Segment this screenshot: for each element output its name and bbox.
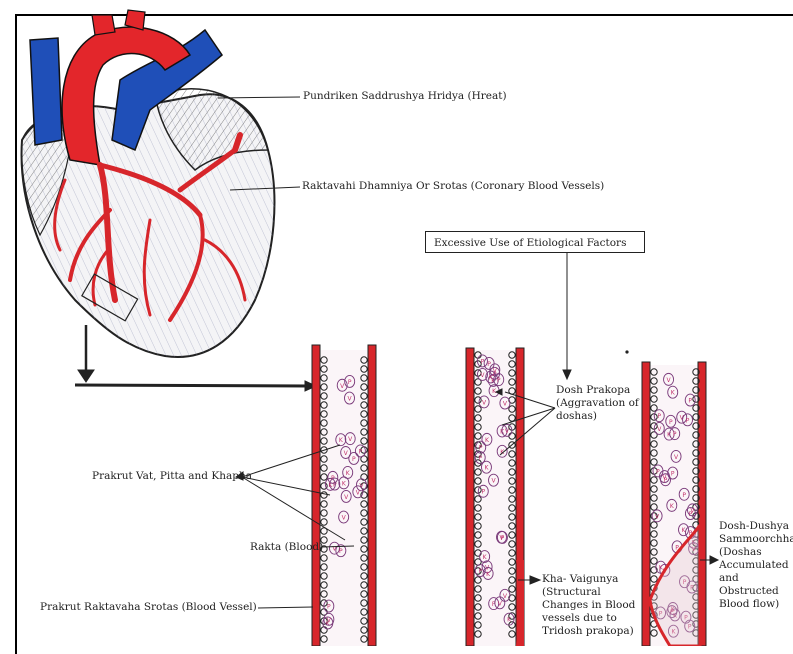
label-dosh-dushya: Dosh-Dushya Sammoorchhana (Doshas Accumu… bbox=[719, 520, 793, 611]
svg-text:P: P bbox=[327, 604, 331, 611]
etiology-arrow bbox=[563, 253, 571, 379]
svg-text:P: P bbox=[669, 419, 673, 426]
vessel-dosh-prakopa: VVKKPPKKPKPKVKVVPVVPKVPPPKVKVP bbox=[466, 348, 524, 646]
label-etiology-box: Excessive Use of Etiological Factors bbox=[425, 231, 645, 253]
label-prakrut-srotas: Prakrut Raktavaha Srotas (Blood Vessel) bbox=[40, 601, 257, 614]
svg-text:P: P bbox=[481, 489, 485, 496]
svg-text:P: P bbox=[479, 445, 483, 452]
heart-illustration bbox=[22, 10, 275, 357]
svg-text:P: P bbox=[359, 448, 363, 455]
svg-text:P: P bbox=[671, 471, 675, 478]
svg-text:P: P bbox=[352, 456, 356, 463]
svg-text:P: P bbox=[339, 548, 343, 555]
svg-text:P: P bbox=[688, 398, 692, 405]
svg-text:P: P bbox=[478, 455, 482, 462]
svg-text:P: P bbox=[673, 431, 677, 438]
svg-text:P: P bbox=[682, 492, 686, 499]
label-kha-vaigunya: Kha- Vaigunya (Structural Changes in Blo… bbox=[542, 573, 642, 638]
label-dosh-prakopa: Dosh Prakopa (Aggravation of doshas) bbox=[556, 384, 651, 423]
svg-text:P: P bbox=[686, 417, 690, 424]
label-rakta: Rakta (Blood) bbox=[250, 541, 323, 554]
label-prakrut-vpk: Prakrut Vat, Pitta and Khapha bbox=[92, 470, 252, 483]
vena-cava bbox=[30, 38, 62, 145]
vessel-obstructed: PPPKKKPKKPPKPVVVVPVPPPPPVPPVKVKPPPVK bbox=[642, 362, 706, 646]
label-heart: Pundriken Saddrushya Hridya (Hreat) bbox=[303, 90, 507, 103]
svg-text:P: P bbox=[487, 361, 491, 368]
svg-text:P: P bbox=[348, 379, 352, 386]
svg-text:P: P bbox=[497, 377, 501, 384]
svg-text:P: P bbox=[478, 568, 482, 575]
svg-text:P: P bbox=[657, 413, 661, 420]
label-coronary: Raktavahi Dhamniya Or Srotas (Coronary B… bbox=[302, 180, 604, 193]
svg-text:P: P bbox=[331, 475, 335, 482]
